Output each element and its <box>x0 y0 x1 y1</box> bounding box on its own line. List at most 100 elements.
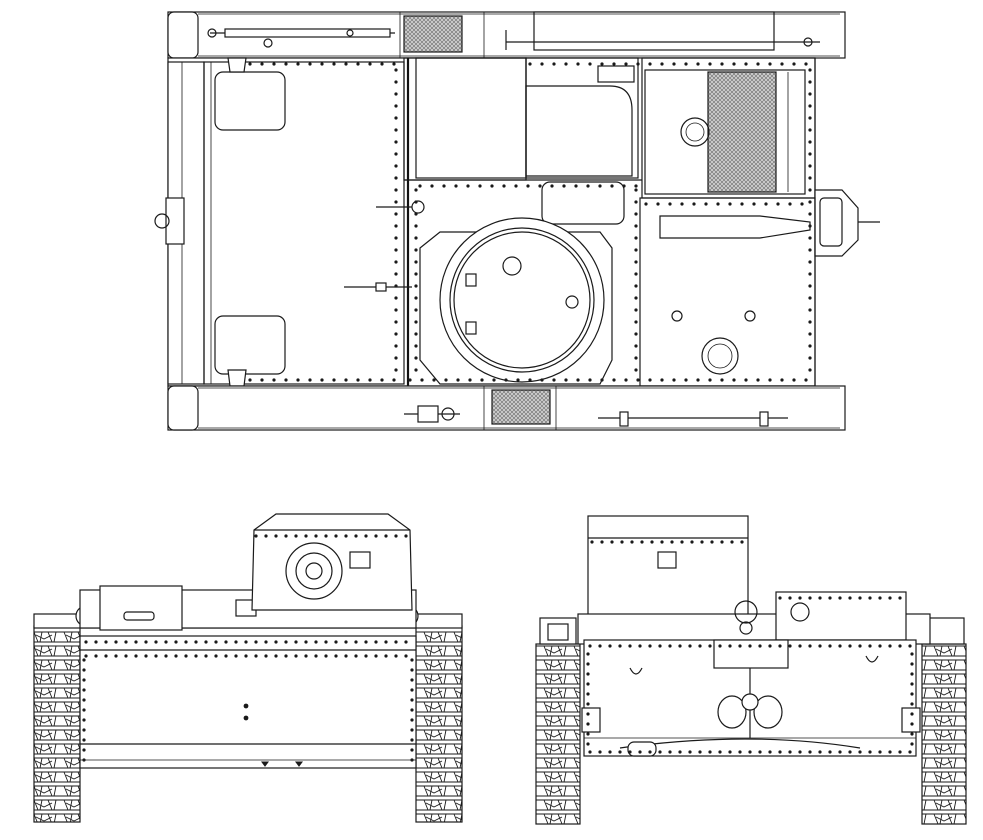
rivet <box>768 750 772 754</box>
rivet <box>808 320 812 324</box>
rivet <box>588 378 592 382</box>
rivet <box>82 658 86 662</box>
rivet <box>738 644 742 648</box>
rivet <box>808 368 812 372</box>
rivet <box>660 62 664 66</box>
rivet <box>808 92 812 96</box>
rivet <box>808 236 812 240</box>
rivet <box>808 644 812 648</box>
rivet <box>194 640 198 644</box>
rivet <box>296 62 300 66</box>
rivet <box>404 640 408 644</box>
rivet <box>808 164 812 168</box>
rivet <box>688 750 692 754</box>
rivet <box>414 212 418 216</box>
rivet <box>798 596 802 600</box>
rivet <box>858 596 862 600</box>
rivet <box>308 62 312 66</box>
rivet <box>808 152 812 156</box>
rivet <box>392 62 396 66</box>
rivet <box>808 332 812 336</box>
rivet <box>82 718 86 722</box>
rivet <box>588 750 592 754</box>
rivet <box>576 62 580 66</box>
rivet <box>374 654 378 658</box>
rivet <box>284 640 288 644</box>
rivet <box>730 540 734 544</box>
rivet <box>260 62 264 66</box>
rivet <box>320 378 324 382</box>
rivet <box>732 62 736 66</box>
rivet <box>808 260 812 264</box>
rivet <box>394 344 398 348</box>
rivet <box>244 654 248 658</box>
rivet <box>564 378 568 382</box>
rivet <box>898 644 902 648</box>
rivet <box>804 62 808 66</box>
rivet <box>778 750 782 754</box>
rivet <box>244 640 248 644</box>
rivet <box>704 202 708 206</box>
rivet <box>454 184 458 188</box>
rivet <box>394 200 398 204</box>
rivet <box>640 540 644 544</box>
rivet <box>634 296 638 300</box>
rivet <box>332 378 336 382</box>
rivet <box>610 540 614 544</box>
rivet <box>374 640 378 644</box>
front-view <box>33 513 463 823</box>
rivet <box>756 62 760 66</box>
rivet <box>908 750 912 754</box>
rivet <box>680 202 684 206</box>
rivet <box>124 654 128 658</box>
rivet <box>224 654 228 658</box>
rivet <box>768 62 772 66</box>
rivet <box>320 62 324 66</box>
rivet <box>414 356 418 360</box>
rivet <box>414 272 418 276</box>
rivet <box>264 654 268 658</box>
rivet <box>698 644 702 648</box>
track-left-front <box>33 625 81 823</box>
rivet <box>82 678 86 682</box>
rivet <box>550 184 554 188</box>
rivet <box>680 540 684 544</box>
rivet <box>758 750 762 754</box>
rivet <box>780 378 784 382</box>
rivet <box>324 640 328 644</box>
rivet <box>410 708 414 712</box>
rivet <box>414 344 418 348</box>
rivet <box>600 62 604 66</box>
rivet <box>808 80 812 84</box>
rivet <box>538 184 542 188</box>
rivet <box>254 640 258 644</box>
rivet <box>586 722 590 726</box>
rivet <box>394 128 398 132</box>
rivet <box>82 748 86 752</box>
rivet <box>788 644 792 648</box>
rivet <box>394 188 398 192</box>
rivet <box>708 750 712 754</box>
rivet <box>660 540 664 544</box>
rivet <box>586 742 590 746</box>
rivet <box>214 640 218 644</box>
rivet <box>598 644 602 648</box>
rivet <box>668 202 672 206</box>
rivet <box>798 644 802 648</box>
rivet <box>314 640 318 644</box>
rivet <box>410 668 414 672</box>
rivet <box>808 140 812 144</box>
rivet <box>356 378 360 382</box>
rivet <box>650 540 654 544</box>
rivet <box>586 652 590 656</box>
rivet <box>344 534 348 538</box>
rivet <box>394 320 398 324</box>
rivet <box>808 176 812 180</box>
track-right-rear <box>921 643 967 825</box>
rivet <box>708 378 712 382</box>
rivet <box>368 378 372 382</box>
rivet <box>294 534 298 538</box>
rivet <box>432 378 436 382</box>
rivet <box>284 654 288 658</box>
rivet <box>82 668 86 672</box>
